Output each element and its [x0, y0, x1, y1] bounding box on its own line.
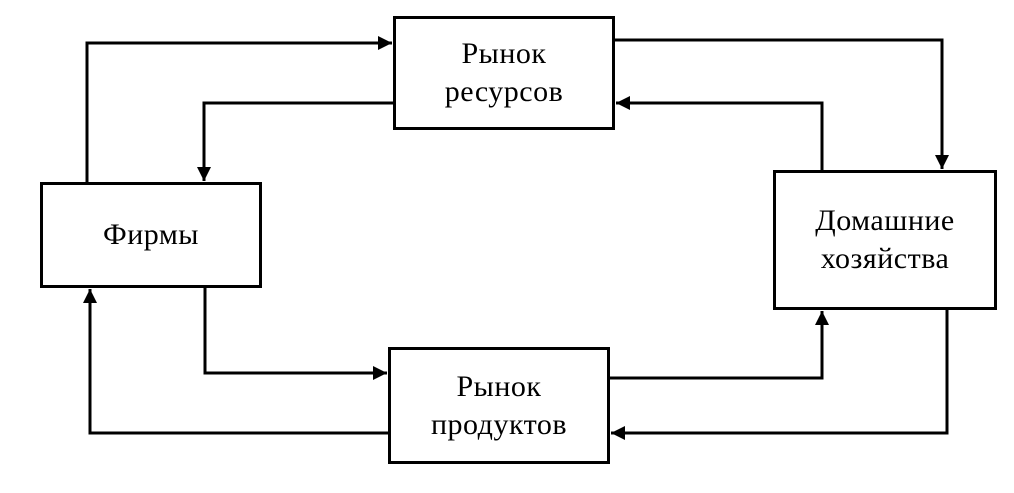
product-market-box: Рынок продуктов [388, 347, 610, 464]
households-box: Домашние хозяйства [773, 170, 997, 310]
resource-market-label-line2: ресурсов [444, 75, 564, 108]
arrow-resource-market-to-households [615, 38, 949, 169]
arrow-firms-to-product-market [203, 288, 387, 380]
firms-box: Фирмы [40, 182, 262, 288]
arrow-firms-to-resource-market [85, 36, 392, 182]
arrow-households-to-resource-market [616, 96, 824, 170]
arrow-product-market-to-households [610, 311, 829, 380]
arrow-resource-market-to-firms [197, 101, 393, 181]
arrow-product-market-to-firms [83, 289, 388, 435]
households-label-line2: хозяйства [820, 242, 950, 275]
resource-market-box: Рынок ресурсов [393, 16, 615, 130]
product-market-label-line2: продуктов [430, 407, 567, 441]
resource-market-label-line1: Рынок [461, 37, 547, 70]
arrow-households-to-product-market [611, 310, 949, 440]
households-label-line1: Домашние [815, 204, 955, 237]
product-market-label-line1: Рынок [456, 369, 542, 403]
firms-label: Фирмы [103, 218, 199, 251]
